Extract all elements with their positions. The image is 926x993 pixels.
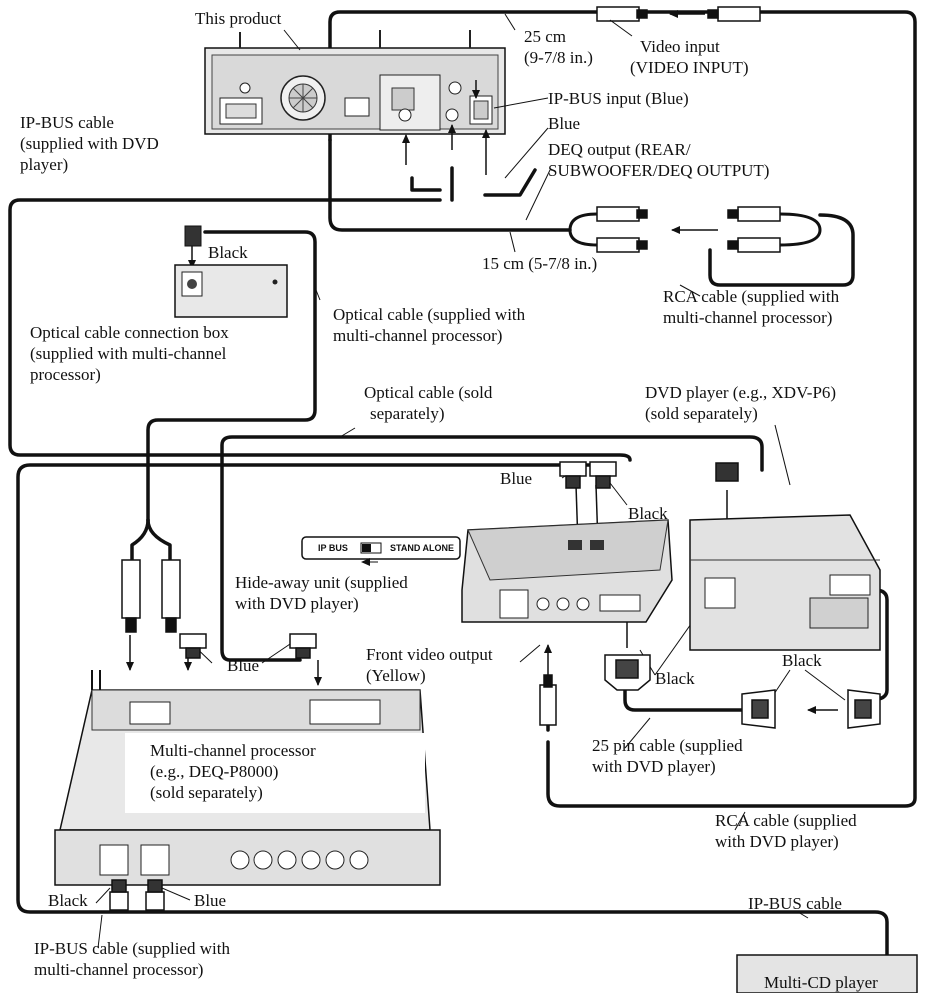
label-rca-cable-dvd: RCA cable (supplied with DVD player) xyxy=(715,810,857,852)
label-optical-box-line2: (supplied with multi-channel xyxy=(30,344,227,363)
label-mcp-line3: (sold separately) xyxy=(150,783,263,802)
mcp-label-box xyxy=(125,733,425,813)
label-blue-mcp: Blue xyxy=(227,656,260,675)
label-25cm-line1: 25 cm xyxy=(524,27,567,46)
label-optical-cable-sold-line2: separately) xyxy=(370,404,445,423)
optical-cable-sold xyxy=(220,435,764,662)
label-25pin-line2: with DVD player) xyxy=(592,757,716,776)
label-rca-cable-mcp-line1: RCA cable (supplied with xyxy=(663,287,840,306)
label-front-video-line2: (Yellow) xyxy=(366,666,426,685)
label-front-video: Front video output (Yellow) xyxy=(366,644,493,686)
ipbus-cable-bottom-loop xyxy=(16,463,889,993)
25pin-cable xyxy=(623,678,762,712)
hide-connectors xyxy=(559,461,739,489)
label-deq-output-line1: DEQ output (REAR/ xyxy=(548,140,691,159)
multi-cd-player xyxy=(736,954,918,993)
label-deq-output-line2: SUBWOOFER/DEQ OUTPUT) xyxy=(548,161,770,180)
label-optical-box-line1: Optical cable connection box xyxy=(30,323,229,342)
label-25pin: 25 pin cable (supplied with DVD player) xyxy=(592,735,743,777)
label-video-input: Video input (VIDEO INPUT) xyxy=(630,36,749,78)
label-ipbus-cable-dvd-line1: IP-BUS cable xyxy=(20,113,114,132)
label-25cm-line2: (9-7/8 in.) xyxy=(524,48,593,67)
label-rca-cable-dvd-line2: with DVD player) xyxy=(715,832,839,851)
label-optical-cable-mcp: Optical cable (supplied with multi-chann… xyxy=(333,304,525,346)
optical-cable-box xyxy=(146,230,317,522)
switch-label-ipbus: IP BUS xyxy=(318,543,348,553)
label-mcp-line1: Multi-channel processor xyxy=(150,741,316,760)
y-split-left xyxy=(130,518,150,562)
label-rca-cable-mcp-line2: multi-channel processor) xyxy=(663,308,833,327)
cables xyxy=(8,10,917,993)
y-split-right xyxy=(146,518,172,562)
label-black-box: Black xyxy=(208,243,248,262)
label-15cm: 15 cm (5-7/8 in.) xyxy=(482,254,598,273)
deq-rca-loop xyxy=(328,138,572,232)
label-optical-cable-sold-line1: Optical cable (sold xyxy=(364,383,493,402)
label-dvd-player-line2: (sold separately) xyxy=(645,404,758,423)
label-blue-hide: Blue xyxy=(500,469,533,488)
switch-label-stand-alone: STAND ALONE xyxy=(390,543,454,553)
label-video-input-line1: Video input xyxy=(640,37,720,56)
product-cable-c xyxy=(483,168,537,197)
label-ipbus-cable-dvd: IP-BUS cable (supplied with DVD player) xyxy=(20,112,159,175)
label-ipbus-cable: IP-BUS cable xyxy=(748,894,842,913)
label-optical-box-line3: processor) xyxy=(30,365,101,384)
label-mcp-line2: (e.g., DEQ-P8000) xyxy=(150,762,279,781)
bottom-ipbus-plugs xyxy=(109,879,165,911)
label-mcp: Multi-channel processor (e.g., DEQ-P8000… xyxy=(150,740,316,803)
label-black-hide: Black xyxy=(628,504,668,523)
ipbus-switch xyxy=(301,536,461,566)
label-dvd-player: DVD player (e.g., XDV-P6) (sold separate… xyxy=(645,382,836,424)
label-front-video-line1: Front video output xyxy=(366,645,493,664)
label-black-bottom: Black xyxy=(48,891,88,910)
rca-plugs-processor xyxy=(121,559,317,659)
label-video-input-line2: (VIDEO INPUT) xyxy=(630,58,749,77)
label-ipbus-input: IP-BUS input (Blue) xyxy=(548,89,689,108)
label-optical-cable-mcp-line1: Optical cable (supplied with xyxy=(333,305,526,324)
rca-split-left xyxy=(568,212,598,247)
label-this-product: This product xyxy=(195,9,282,28)
product-cable-a xyxy=(410,176,442,192)
label-ipbus-cable-mcp-line1: IP-BUS cable (supplied with xyxy=(34,939,230,958)
rca-split-right xyxy=(779,212,822,247)
label-black-25pin: Black xyxy=(655,669,695,688)
label-optical-box: Optical cable connection box (supplied w… xyxy=(30,322,229,385)
ipbus-cable-top-loop xyxy=(328,10,917,808)
label-multi-cd: Multi-CD player xyxy=(764,973,878,992)
label-blue-top: Blue xyxy=(548,114,581,133)
label-rca-cable-dvd-line1: RCA cable (supplied xyxy=(715,811,857,830)
label-optical-cable-mcp-line2: multi-channel processor) xyxy=(333,326,503,345)
rca-loop-right xyxy=(708,213,855,287)
hide-away-unit xyxy=(461,519,673,623)
label-dvd-player-line1: DVD player (e.g., XDV-P6) xyxy=(645,383,837,402)
label-ipbus-cable-mcp-line2: multi-channel processor) xyxy=(34,960,204,979)
label-hide-away: Hide-away unit (supplied with DVD player… xyxy=(235,572,408,614)
label-25cm: 25 cm (9-7/8 in.) xyxy=(524,26,593,68)
label-hide-away-line2: with DVD player) xyxy=(235,594,359,613)
ipbus-cable-left-loop xyxy=(8,198,632,462)
label-rca-cable-mcp: RCA cable (supplied with multi-channel p… xyxy=(663,286,839,328)
label-optical-cable-sold: Optical cable (sold separately) xyxy=(364,382,492,424)
label-hide-away-line1: Hide-away unit (supplied xyxy=(235,573,408,592)
label-blue-bottom: Blue xyxy=(194,891,227,910)
optical-connection-box xyxy=(174,225,288,318)
label-ipbus-cable-dvd-line2: (supplied with DVD xyxy=(20,134,159,153)
label-deq-output: DEQ output (REAR/ SUBWOOFER/DEQ OUTPUT) xyxy=(548,139,769,181)
label-25pin-line1: 25 pin cable (supplied xyxy=(592,736,743,755)
label-ipbus-cable-mcp: IP-BUS cable (supplied with multi-channe… xyxy=(34,938,230,980)
label-black-right: Black xyxy=(782,651,822,670)
rca-plugs-top xyxy=(596,6,781,253)
front-video-rca xyxy=(539,674,557,726)
25pin-connectors xyxy=(604,654,881,729)
label-ipbus-cable-dvd-line3: player) xyxy=(20,155,69,174)
head-unit xyxy=(204,30,506,135)
dvd-player xyxy=(689,514,881,651)
